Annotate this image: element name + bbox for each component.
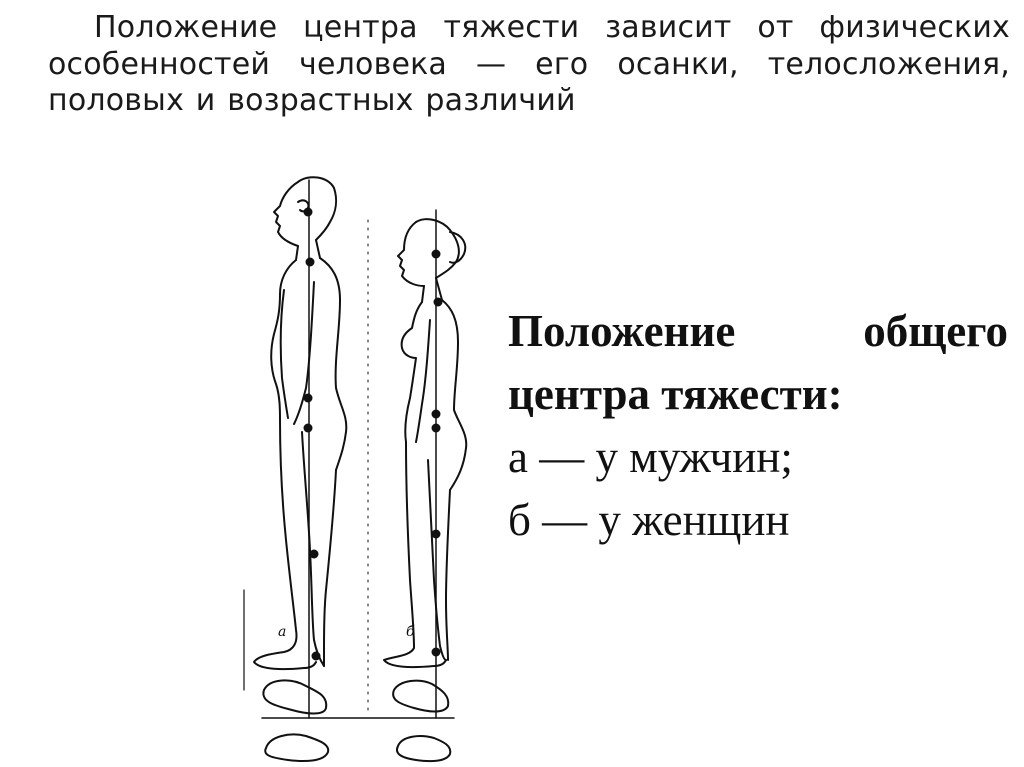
male-cog-dots (303, 207, 321, 661)
caption-title: Положение общего центра тяжести: (508, 306, 1008, 419)
center-of-gravity-figure: а б (236, 170, 476, 767)
intro-paragraph: Положение центра тяжести зависит от физи… (48, 10, 1010, 119)
caption-line-male: а — у мужчин; (508, 432, 793, 482)
female-cog-dots (431, 249, 443, 657)
male-figure (253, 176, 348, 671)
caption-line-female: б — у женщин (508, 495, 790, 545)
female-figure (383, 218, 468, 669)
caption-block: Положение общего центра тяжести: а — у м… (508, 300, 1008, 552)
figure-label-a: а (278, 624, 286, 640)
figure-label-b: б (406, 624, 415, 640)
